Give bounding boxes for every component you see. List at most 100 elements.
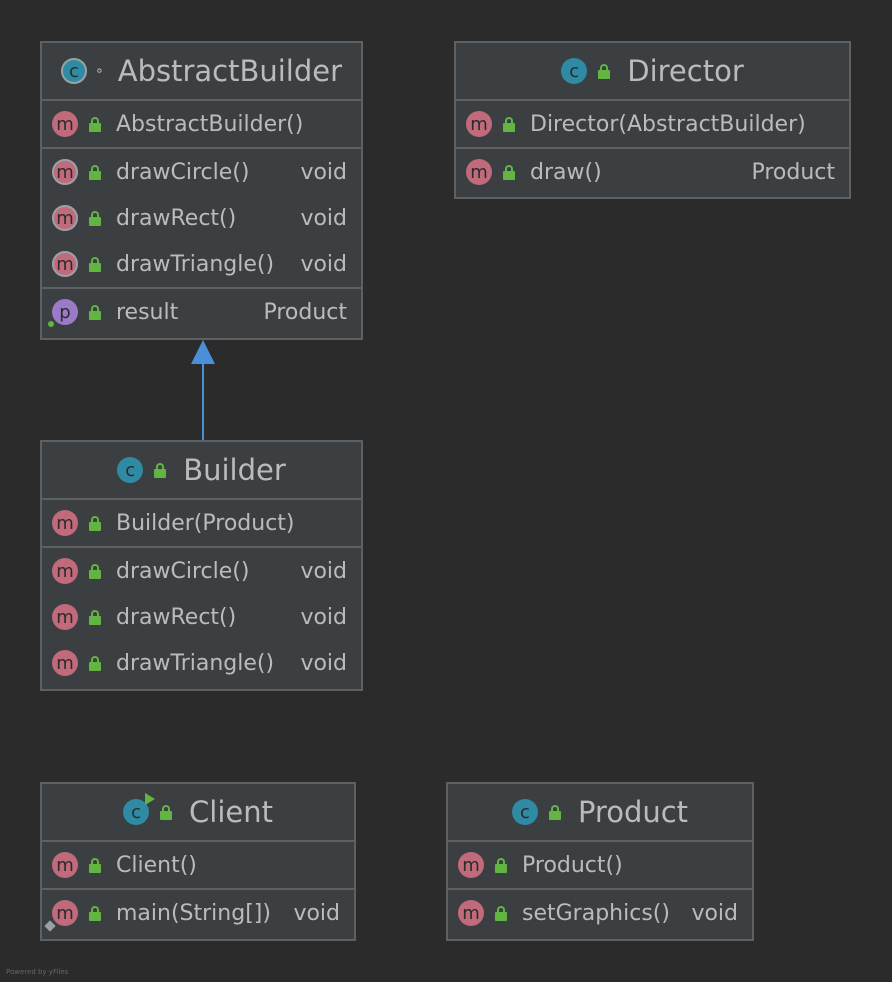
class-title: Director <box>627 54 744 88</box>
constructor-row[interactable]: m AbstractBuilder() <box>42 101 361 147</box>
abstract-class-icon: c <box>60 58 87 84</box>
class-icon: c <box>117 457 144 483</box>
class-icon: c <box>511 799 538 825</box>
run-icon <box>145 793 156 805</box>
method-row[interactable]: m main(String[]) void <box>42 890 354 936</box>
package-private-icon: ∘ <box>94 63 104 79</box>
method-name: Product() <box>522 852 623 878</box>
property-icon: p <box>48 299 78 327</box>
public-lock-icon <box>492 904 510 922</box>
public-lock-icon <box>86 255 104 273</box>
class-header: c ∘ AbstractBuilder <box>42 43 361 101</box>
class-icon: c <box>561 58 588 84</box>
public-lock-icon <box>595 62 613 80</box>
method-icon: m <box>52 558 78 584</box>
constructor-row[interactable]: m Client() <box>42 842 354 888</box>
constructor-row[interactable]: m Director(AbstractBuilder) <box>456 101 849 147</box>
inheritance-arrow-line[interactable] <box>202 360 204 440</box>
class-node-abstract-builder[interactable]: c ∘ AbstractBuilder m AbstractBuilder() … <box>40 41 363 340</box>
inheritance-arrow-head <box>191 340 215 364</box>
method-type: void <box>300 251 347 277</box>
public-lock-icon <box>500 163 518 181</box>
methods-section: m draw() Product <box>456 149 849 195</box>
property-type: Product <box>263 299 347 325</box>
method-name: Director(AbstractBuilder) <box>530 111 806 137</box>
public-lock-icon <box>86 209 104 227</box>
public-lock-icon <box>546 803 564 821</box>
method-icon: m <box>52 111 78 137</box>
constructor-section: m Director(AbstractBuilder) <box>456 101 849 149</box>
method-name: drawCircle() <box>116 159 250 185</box>
runnable-class-icon: c <box>123 793 156 825</box>
class-header: c Builder <box>42 442 361 500</box>
class-title: Client <box>189 795 273 829</box>
constructor-row[interactable]: m Product() <box>448 842 752 888</box>
class-header: c Director <box>456 43 849 101</box>
method-type: void <box>691 900 738 926</box>
methods-section: m drawCircle() void m drawRect() void m … <box>42 548 361 686</box>
method-type: void <box>293 900 340 926</box>
method-row[interactable]: m drawRect() void <box>42 594 361 640</box>
constructor-row[interactable]: m Builder(Product) <box>42 500 361 546</box>
method-name: main(String[]) <box>116 900 271 926</box>
method-row[interactable]: m drawRect() void <box>42 195 361 241</box>
property-row[interactable]: p result Product <box>42 289 361 335</box>
method-icon: m <box>458 852 484 878</box>
property-name: result <box>116 299 179 325</box>
methods-section: m setGraphics() void <box>448 890 752 936</box>
public-lock-icon <box>500 115 518 133</box>
constructor-section: m AbstractBuilder() <box>42 101 361 149</box>
public-lock-icon <box>86 163 104 181</box>
public-lock-icon <box>86 654 104 672</box>
abstract-method-icon: m <box>52 159 78 185</box>
properties-section: p result Product <box>42 289 361 335</box>
method-name: drawRect() <box>116 205 237 231</box>
public-lock-icon <box>157 803 175 821</box>
method-name: Builder(Product) <box>116 510 295 536</box>
abstract-method-icon: m <box>52 251 78 277</box>
method-row[interactable]: m drawCircle() void <box>42 149 361 195</box>
class-title: Product <box>577 795 689 829</box>
static-marker-icon <box>44 920 56 932</box>
powered-by-footer: Powered by yFiles <box>6 968 69 976</box>
method-icon: m <box>52 650 78 676</box>
method-name: AbstractBuilder() <box>116 111 304 137</box>
method-type: void <box>300 604 347 630</box>
method-name: drawTriangle() <box>116 650 275 676</box>
class-node-director[interactable]: c Director m Director(AbstractBuilder) m… <box>454 41 851 199</box>
constructor-section: m Builder(Product) <box>42 500 361 548</box>
class-title: Builder <box>183 453 286 487</box>
method-type: Product <box>751 159 835 185</box>
public-lock-icon <box>86 115 104 133</box>
class-header: c Client <box>42 784 354 842</box>
methods-section: m main(String[]) void <box>42 890 354 936</box>
method-name: Client() <box>116 852 197 878</box>
static-method-icon: m <box>44 900 78 932</box>
class-node-product[interactable]: c Product m Product() m setGraphics() vo… <box>446 782 754 941</box>
method-type: void <box>300 205 347 231</box>
class-title: AbstractBuilder <box>117 54 343 88</box>
method-row[interactable]: m drawCircle() void <box>42 548 361 594</box>
method-row[interactable]: m draw() Product <box>456 149 849 195</box>
method-row[interactable]: m drawTriangle() void <box>42 640 361 686</box>
method-type: void <box>300 558 347 584</box>
public-lock-icon <box>86 856 104 874</box>
method-row[interactable]: m drawTriangle() void <box>42 241 361 287</box>
class-node-client[interactable]: c Client m Client() m main(String[]) voi… <box>40 782 356 941</box>
method-row[interactable]: m setGraphics() void <box>448 890 752 936</box>
abstract-method-icon: m <box>52 205 78 231</box>
method-icon: m <box>52 852 78 878</box>
public-lock-icon <box>86 608 104 626</box>
public-lock-icon <box>86 303 104 321</box>
method-icon: m <box>52 510 78 536</box>
method-icon: m <box>52 604 78 630</box>
method-type: void <box>300 159 347 185</box>
writable-dot-icon <box>48 321 54 327</box>
method-type: void <box>300 650 347 676</box>
constructor-section: m Client() <box>42 842 354 890</box>
method-icon: m <box>458 900 484 926</box>
public-lock-icon <box>492 856 510 874</box>
method-name: drawCircle() <box>116 558 250 584</box>
class-node-builder[interactable]: c Builder m Builder(Product) m drawCircl… <box>40 440 363 691</box>
public-lock-icon <box>86 562 104 580</box>
